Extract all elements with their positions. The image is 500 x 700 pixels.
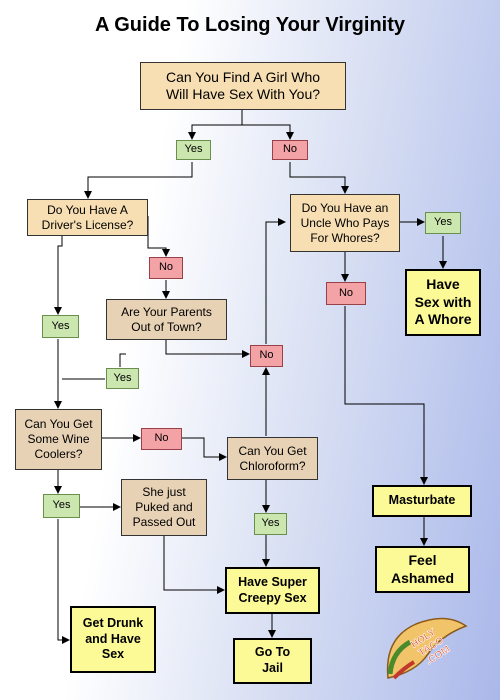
question-drivers-license: Do You Have A Driver's License? <box>27 199 148 236</box>
yes-label-license: Yes <box>42 315 79 338</box>
outcome-masturbate: Masturbate <box>372 485 472 517</box>
state-puked-passed-out: She just Puked and Passed Out <box>121 479 207 536</box>
no-label-merge: No <box>250 345 283 367</box>
page-title: A Guide To Losing Your Virginity <box>94 14 405 36</box>
no-label-find-girl: No <box>272 140 308 160</box>
question-find-girl: Can You Find A Girl Who Will Have Sex Wi… <box>140 62 346 110</box>
no-label-uncle: No <box>326 282 366 305</box>
no-label-license: No <box>149 257 183 279</box>
question-uncle-pays: Do You Have an Uncle Who Pays For Whores… <box>290 194 400 252</box>
holy-taco-logo: HOLY TACO .COM <box>386 617 468 680</box>
yes-label-wine: Yes <box>43 494 80 518</box>
yes-label-find-girl: Yes <box>176 140 211 160</box>
outcome-feel-ashamed: Feel Ashamed <box>375 546 470 593</box>
yes-label-parents: Yes <box>106 368 139 389</box>
yes-label-uncle: Yes <box>425 212 461 234</box>
outcome-get-drunk: Get Drunk and Have Sex <box>70 606 156 673</box>
outcome-have-creepy-sex: Have Super Creepy Sex <box>225 567 320 614</box>
question-chloroform: Can You Get Chloroform? <box>227 437 318 480</box>
question-parents-out-of-town: Are Your Parents Out of Town? <box>106 299 227 340</box>
no-label-wine: No <box>141 428 182 450</box>
outcome-have-sex-with-whore: Have Sex with A Whore <box>405 269 481 336</box>
yes-label-chloroform: Yes <box>254 513 287 535</box>
question-wine-coolers: Can You Get Some Wine Coolers? <box>15 409 102 470</box>
outcome-go-to-jail: Go To Jail <box>233 638 312 684</box>
